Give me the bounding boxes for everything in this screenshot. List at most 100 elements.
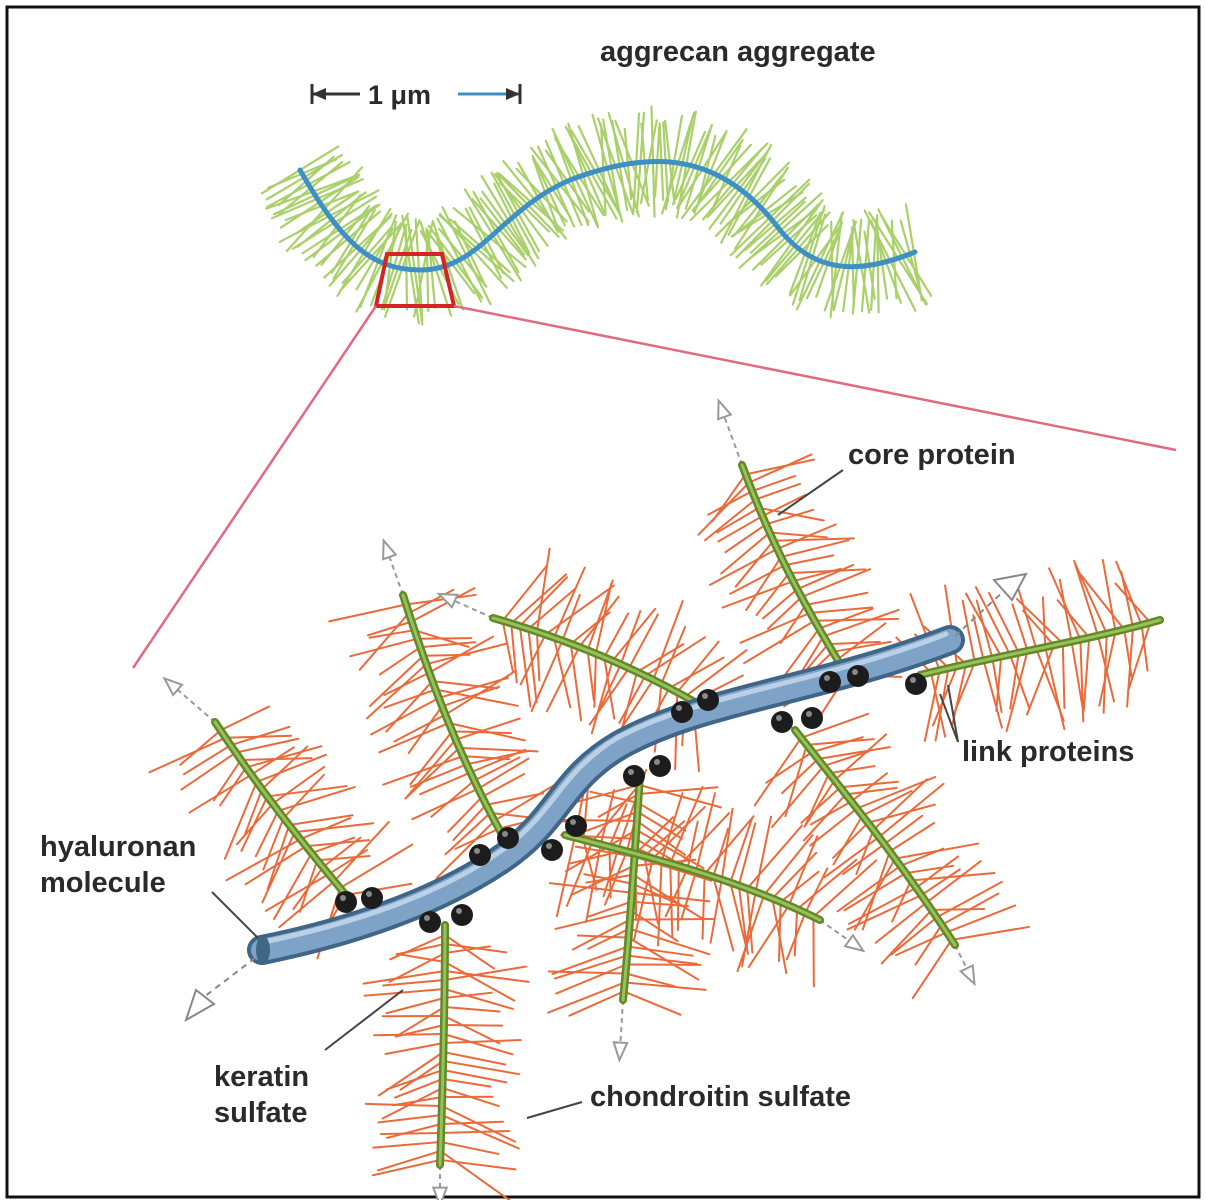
- chondroitin-sulfate-chain: [626, 945, 694, 957]
- chondroitin-sulfate-chain: [188, 773, 253, 814]
- chondroitin-sulfate-chain: [848, 886, 918, 925]
- scale-bar-label: 1 μm: [368, 80, 432, 110]
- chondroitin-sulfate-chain: [327, 848, 369, 876]
- chondroitin-sulfate-chain: [753, 736, 803, 807]
- chondroitin-sulfate-chain: [828, 765, 876, 775]
- continuation-arrow: [171, 684, 216, 723]
- core-protein-highlight: [621, 773, 642, 1002]
- chondroitin-sulfate-chain: [399, 1059, 445, 1091]
- chondroitin-sulfate-chain: [518, 576, 569, 628]
- chondroitin-sulfate-chain: [1056, 599, 1091, 639]
- chondroitin-sulfate-chain: [180, 751, 237, 791]
- label-core-protein: core protein: [848, 439, 1016, 471]
- chondroitin-sulfate-chain: [441, 1077, 492, 1088]
- chondroitin-sulfate-chain: [419, 771, 472, 796]
- chondroitin-sulfate-chain: [632, 857, 654, 942]
- chondroitin-sulfate-chain: [245, 745, 323, 769]
- chondroitin-sulfate-chain: [372, 1140, 442, 1149]
- chondroitin-sulfate-chain: [839, 780, 899, 789]
- chondroitin-sulfate-chain: [365, 663, 428, 720]
- continuation-arrow: [721, 409, 743, 466]
- chondroitin-sulfate-chain: [1061, 642, 1066, 709]
- chondroitin-sulfate-chain: [501, 564, 548, 622]
- link-protein-bead: [335, 891, 357, 913]
- chondroitin-sulfate-chain: [1098, 630, 1117, 707]
- chondroitin-sulfate-chain: [1035, 648, 1065, 722]
- chondroitin-sulfate-chain: [377, 1113, 443, 1124]
- chondroitin-sulfate-chain: [561, 593, 581, 642]
- chondroitin-sulfate-chain: [1025, 644, 1056, 716]
- chondroitin-sulfate-chain: [368, 629, 416, 639]
- chondroitin-sulfate-chain: [278, 880, 336, 929]
- link-protein-bead-highlight: [340, 895, 346, 901]
- chondroitin-sulfate-chain: [763, 834, 814, 897]
- chondroitin-sulfate-chain: [416, 637, 473, 640]
- chondroitin-sulfate-chain: [547, 981, 626, 1014]
- chondroitin-sulfate-chain: [378, 722, 450, 754]
- chondroitin-sulfate-chain: [419, 641, 477, 649]
- label-hyaluronan-line2: molecule: [40, 867, 166, 899]
- chondroitin-sulfate-chain: [552, 636, 572, 709]
- chondroitin-sulfate-chain: [832, 821, 869, 859]
- chondroitin-sulfate-chain: [729, 564, 787, 595]
- link-protein-bead: [697, 689, 719, 711]
- chondroitin-sulfate-chain: [634, 816, 675, 855]
- chondroitin-sulfate-chain: [974, 586, 1011, 656]
- chondroitin-sulfate-chain: [720, 531, 771, 575]
- chondroitin-sulfate-chain: [411, 787, 480, 821]
- chondroitin-sulfate-chain: [292, 866, 324, 911]
- chondroitin-sulfate-chain: [535, 630, 541, 682]
- chondroitin-sulfate-chain: [635, 828, 705, 870]
- label-link-proteins: link proteins: [962, 736, 1135, 768]
- chondroitin-sulfate-chain: [535, 547, 551, 633]
- core-protein-strand: [399, 591, 509, 844]
- core-protein-highlight: [438, 923, 447, 1167]
- label-hyaluronan-line1: hyaluronan: [40, 831, 197, 863]
- chondroitin-sulfate-chain: [493, 783, 556, 822]
- chondroitin-sulfate-chain: [382, 978, 446, 987]
- chondroitin-sulfate-chain: [855, 828, 875, 876]
- chondroitin-sulfate-chain: [888, 821, 936, 853]
- chondroitin-sulfate-chain: [443, 1005, 501, 1013]
- chondroitin-sulfate-chain: [796, 563, 855, 591]
- chondroitin-sulfate-chain: [637, 786, 719, 795]
- chondroitin-sulfate-chain: [603, 612, 630, 659]
- link-protein-bead: [361, 887, 383, 909]
- chondroitin-sulfate-chain: [800, 568, 872, 599]
- chondroitin-sulfate-chain: [784, 554, 835, 567]
- link-protein-bead-highlight: [776, 715, 782, 721]
- chondroitin-sulfate-chain: [481, 772, 526, 798]
- chondroitin-sulfate-chain: [629, 909, 679, 943]
- chondroitin-sulfate-chain: [796, 858, 858, 911]
- chondroitin-sulfate-chain: [643, 855, 659, 925]
- chondroitin-sulfate-chain: [443, 945, 491, 954]
- chondroitin-sulfate-chain: [428, 635, 495, 674]
- chondroitin-sulfate-chain: [788, 568, 867, 575]
- chondroitin-sulfate-chain: [972, 614, 985, 662]
- link-protein-bead-highlight: [702, 693, 708, 699]
- link-protein-bead-highlight: [654, 759, 660, 765]
- chondroitin-sulfate-chain: [442, 1032, 514, 1056]
- chondroitin-sulfate-chain: [804, 867, 829, 914]
- chondroitin-sulfate-chain: [368, 654, 425, 707]
- chondroitin-sulfate-chain: [833, 733, 887, 782]
- chondroitin-sulfate-chain: [636, 810, 683, 840]
- chondroitin-sulfate-chain: [444, 811, 492, 856]
- chondroitin-sulfate-chain: [627, 936, 700, 981]
- chondroitin-sulfate-chain: [842, 843, 886, 876]
- chondroitin-sulfate-chain: [707, 490, 754, 516]
- chondroitin-sulfate-chain: [712, 827, 730, 878]
- chondroitin-sulfate-chain: [1017, 586, 1038, 651]
- chondroitin-sulfate-chain: [608, 803, 628, 848]
- chondroitin-sulfate-chain: [282, 773, 325, 819]
- chondroitin-sulfate-chain: [695, 792, 717, 873]
- chondroitin-sulfate-chain: [395, 952, 446, 963]
- chondroitin-sulfate-chain: [223, 780, 258, 860]
- chondroitin-sulfate-chain: [880, 908, 933, 965]
- label-chondroitin-sulfate: chondroitin sulfate: [590, 1081, 851, 1113]
- link-protein-bead: [419, 911, 441, 933]
- chondroitin-sulfate-chain: [212, 759, 242, 802]
- chondroitin-sulfate-chain: [349, 637, 419, 658]
- chondroitin-sulfate-chain: [792, 567, 842, 583]
- link-protein-bead: [649, 755, 671, 777]
